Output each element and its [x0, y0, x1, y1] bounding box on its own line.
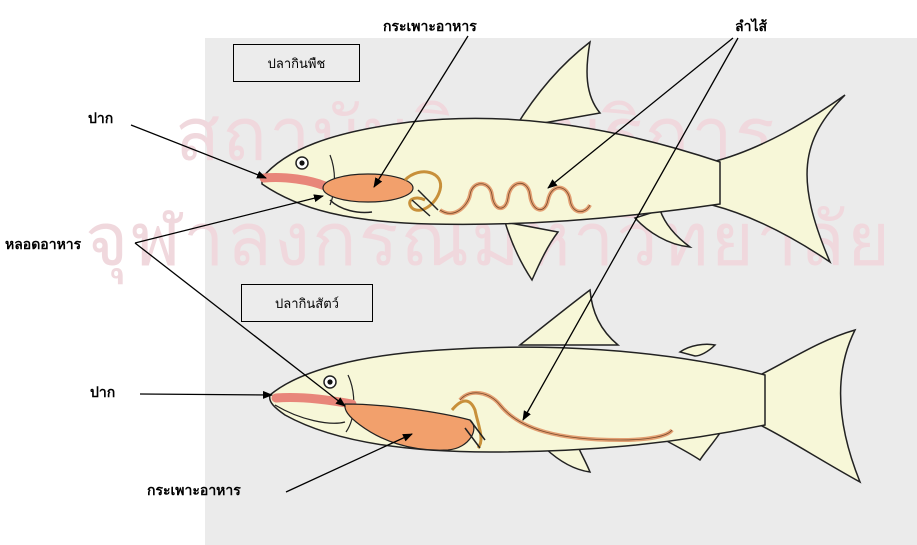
- herbivore-stomach: [323, 174, 413, 202]
- label-stomach-bottom: กระเพาะอาหาร: [147, 484, 241, 498]
- label-esophagus: หลอดอาหาร: [5, 238, 81, 252]
- label-mouth-top: ปาก: [88, 112, 113, 126]
- carnivore-tail-fin: [760, 330, 860, 482]
- arrow-mouth-bottom: [140, 394, 272, 395]
- carnivore-dorsal-fin: [520, 290, 618, 345]
- carnivore-label-box: ปลากินสัตว์: [241, 284, 373, 322]
- arrow-esophagus-top: [135, 196, 323, 243]
- herbivore-body: [262, 118, 720, 224]
- label-stomach-top: กระเพาะอาหาร: [383, 20, 477, 34]
- herbivore-dorsal-fin: [515, 42, 600, 128]
- herbivore-pelvic-fin: [505, 222, 558, 280]
- herbivore-label-box: ปลากินพืช: [233, 44, 360, 82]
- label-intestine: ลำไส้: [735, 20, 767, 34]
- arrow-stomach-bottom: [286, 434, 412, 492]
- herbivore-anal-fin: [635, 210, 690, 247]
- arrow-mouth-top: [131, 125, 266, 178]
- arrow-esophagus-bottom: [135, 243, 345, 406]
- label-mouth-bottom: ปาก: [90, 386, 115, 400]
- herbivore-tail-fin: [712, 95, 845, 262]
